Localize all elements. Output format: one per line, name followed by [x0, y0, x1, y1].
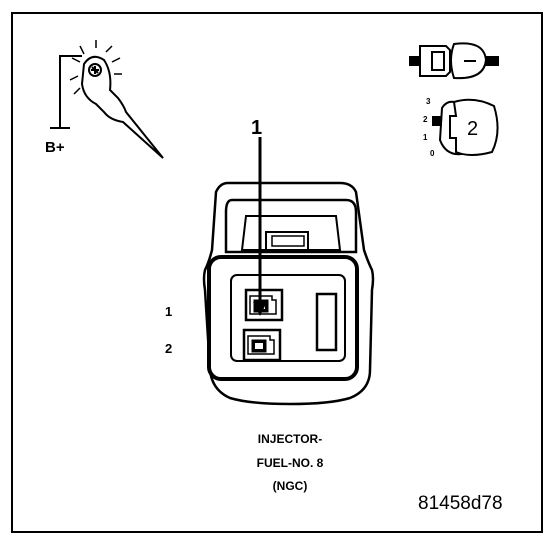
key-position-label-2: 2 [423, 115, 428, 124]
connector-latch-inner [240, 215, 342, 251]
terminal-cavity-2 [242, 328, 282, 362]
row-label-2: 2 [165, 341, 173, 356]
key-number-label: 2 [467, 118, 479, 140]
pin-callout-label: 1 [251, 117, 263, 139]
caption-line-2: FUEL-NO. 8 [256, 456, 324, 470]
caption-line-3: (NGC) [272, 479, 308, 493]
key-position-label-3: 3 [426, 97, 431, 106]
polarization-slot [315, 292, 338, 352]
connector-latch-housing [224, 198, 358, 254]
test-light-probe-icon [50, 40, 164, 159]
connector-face-inner [230, 274, 346, 362]
figure-id: 81458d78 [418, 493, 503, 514]
connector-face [202, 181, 375, 406]
diagram-border [11, 12, 543, 533]
row-label-1: 1 [165, 304, 173, 319]
terminal-position-key-icon [432, 98, 499, 156]
supply-voltage-label: B+ [45, 139, 65, 156]
connector-outer-shell [202, 181, 375, 406]
key-position-label-1: 1 [423, 133, 428, 142]
caption-line-1: INJECTOR- [257, 432, 323, 446]
connector-side-view-icon [409, 42, 499, 80]
pin-1-callout-arrow [253, 137, 267, 316]
key-position-label-0: 0 [430, 149, 435, 158]
